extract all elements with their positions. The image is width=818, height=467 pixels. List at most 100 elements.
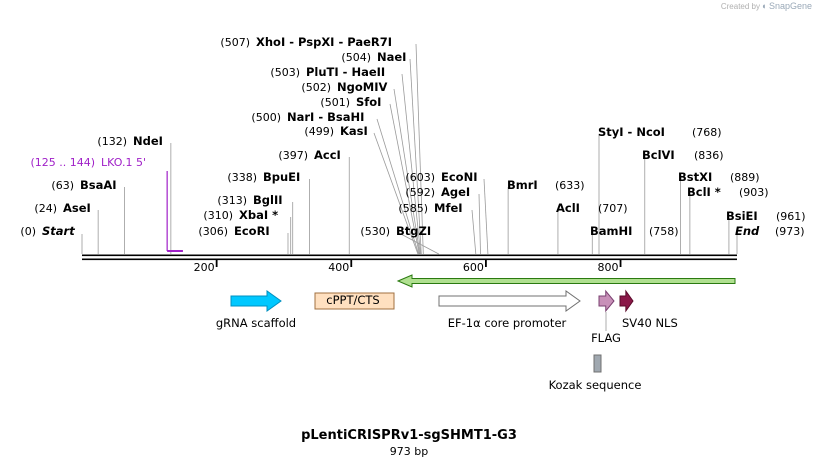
- site-name-econi: EcoNI: [441, 170, 477, 184]
- site-position-bcli: (903): [739, 186, 769, 199]
- site-position-ecori: (306): [198, 225, 228, 238]
- site-name-acli: AclI: [556, 201, 580, 215]
- site-name-ngomiv: NgoMIV: [337, 80, 387, 94]
- leader-line-econi: [483, 178, 489, 255]
- site-name-bmri: BmrI: [507, 178, 538, 192]
- site-position-naei: (504): [341, 51, 371, 64]
- site-name-bamhi: BamHI: [590, 224, 632, 238]
- site-position-agei: (592): [405, 186, 435, 199]
- leader-line-xhoi-pspxi-paer7i: [415, 43, 424, 255]
- tick-label-200: 200: [194, 261, 215, 274]
- site-leader-lines: [81, 43, 738, 255]
- site-position-bsaai: (63): [51, 179, 74, 192]
- site-name-agei: AgeI: [441, 185, 470, 199]
- site-position-btgzi: (530): [360, 225, 390, 238]
- site-position-sfoi: (501): [320, 96, 350, 109]
- map-title: pLentiCRISPRv1-sgSHMT1-G3: [301, 428, 517, 443]
- site-name-ndei: NdeI: [133, 134, 163, 148]
- orf-reverse-arrow: [396, 274, 736, 288]
- site-position-acli: (707): [598, 202, 628, 215]
- feature-label-grna-scaffold: gRNA scaffold: [216, 316, 296, 330]
- site-position-ndei: (132): [97, 135, 127, 148]
- site-name-end: End: [735, 224, 760, 238]
- site-position-bamhi: (758): [649, 225, 679, 238]
- site-position-pluti-haeii: (503): [270, 66, 300, 79]
- site-name-acci: AccI: [314, 148, 341, 162]
- feature-flag: [598, 289, 615, 313]
- site-name-kasi: KasI: [340, 124, 368, 138]
- tick-label-400: 400: [328, 261, 349, 274]
- sequence-backbone: 200 400 600 800: [82, 254, 737, 274]
- site-labels: Start(0)AseI(24)BsaAI(63)NdeI(132)EcoRI(…: [20, 35, 805, 238]
- snapgene-brand-label: SnapGene: [768, 1, 812, 11]
- leader-line-pluti-haeii: [401, 73, 422, 255]
- feature-ef-1-core-promoter: [438, 290, 581, 312]
- site-position-xbai: (310): [203, 209, 233, 222]
- feature-label-cppt-cts: cPPT/CTS: [326, 293, 379, 307]
- site-name-asei: AseI: [63, 201, 91, 215]
- site-name-ecori: EcoRI: [234, 224, 270, 238]
- leader-line-kasi: [373, 132, 419, 255]
- tick-label-800: 800: [598, 261, 619, 274]
- site-name-nari-bsahi: NarI - BsaHI: [287, 110, 364, 124]
- backbone-top-strand: [82, 254, 737, 257]
- site-name-mfei: MfeI: [434, 201, 463, 215]
- feature-sv40-nls: [619, 289, 634, 313]
- feature-grna-scaffold: [230, 290, 282, 312]
- map-length: 973 bp: [389, 445, 429, 458]
- leader-line-nari-bsahi: [376, 118, 419, 255]
- site-name-bglii: BglII: [253, 193, 283, 207]
- site-position-xhoi-pspxi-paer7i: (507): [220, 36, 250, 49]
- created-by-label: Created by: [720, 2, 760, 11]
- site-position-bmri: (633): [555, 179, 585, 192]
- feature-track: LKO.1 5' (125 .. 144) gRNA scaffold cPPT/CT…: [30, 156, 736, 392]
- leader-line-ngomiv: [393, 88, 421, 255]
- site-name-xbai: XbaI *: [239, 208, 278, 222]
- site-name-bstxi: BstXI: [678, 170, 712, 184]
- site-position-kasi: (499): [304, 125, 334, 138]
- site-name-btgzi: BtgZI: [396, 224, 431, 238]
- site-name-naei: NaeI: [377, 50, 406, 64]
- leader-line-btgzi: [398, 232, 439, 255]
- site-name-bcli: BclI *: [687, 185, 721, 199]
- tick-label-600: 600: [463, 261, 484, 274]
- primer-name: LKO.1 5': [101, 156, 146, 169]
- site-name-styi-ncoi: StyI - NcoI: [598, 125, 665, 139]
- site-position-ngomiv: (502): [301, 81, 331, 94]
- site-position-mfei: (585): [398, 202, 428, 215]
- site-name-start: Start: [42, 224, 75, 238]
- snapgene-logo: ◖ SnapGene: [761, 1, 812, 11]
- leader-line-agei: [478, 193, 481, 255]
- feature-label-kozak-sequence: Kozak sequence: [549, 378, 642, 392]
- site-position-bglii: (313): [217, 194, 247, 207]
- site-name-bsaai: BsaAI: [80, 178, 117, 192]
- site-position-bsiei: (961): [776, 210, 806, 223]
- leader-line-sfoi: [389, 103, 420, 255]
- leader-line-mfei: [471, 209, 477, 255]
- feature-label-ef-1-core-promoter: EF-1α core promoter: [448, 316, 567, 330]
- site-name-pluti-haeii: PluTI - HaeII: [306, 65, 385, 79]
- feature-cppt-cts: [314, 292, 395, 310]
- primer-range: (125 .. 144): [30, 156, 95, 169]
- site-position-styi-ncoi: (768): [692, 126, 722, 139]
- site-position-bpuei: (338): [227, 171, 257, 184]
- site-name-bpuei: BpuEI: [263, 170, 300, 184]
- site-position-asei: (24): [34, 202, 57, 215]
- feature-label-flag: FLAG: [591, 331, 621, 345]
- site-position-bclvi: (836): [694, 149, 724, 162]
- site-position-start: (0): [20, 225, 36, 238]
- site-position-nari-bsahi: (500): [251, 111, 281, 124]
- site-position-acci: (397): [278, 149, 308, 162]
- backbone-bottom-strand: [82, 258, 737, 261]
- site-position-bstxi: (889): [730, 171, 760, 184]
- feature-kozak-sequence: [593, 354, 602, 373]
- site-name-xhoi-pspxi-paer7i: XhoI - PspXI - PaeR7I: [256, 35, 392, 49]
- site-name-bclvi: BclVI: [642, 148, 675, 162]
- site-position-econi: (603): [405, 171, 435, 184]
- leader-line-naei: [409, 58, 422, 255]
- site-position-end: (973): [775, 225, 805, 238]
- site-name-sfoi: SfoI: [356, 95, 381, 109]
- feature-label-sv40-nls: SV40 NLS: [622, 316, 678, 330]
- site-name-bsiei: BsiEI: [726, 209, 758, 223]
